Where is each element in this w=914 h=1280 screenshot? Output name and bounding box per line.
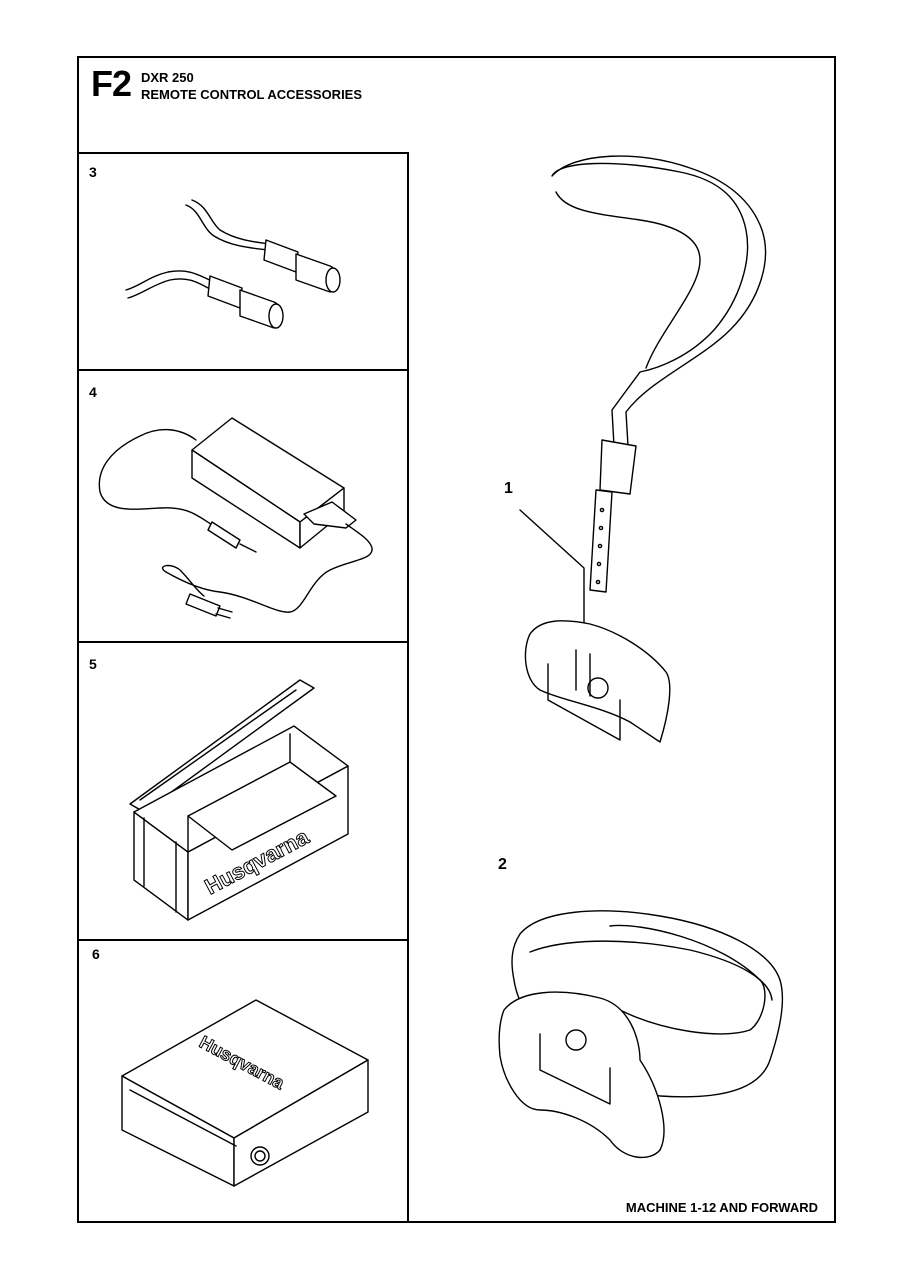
left-column	[77, 152, 409, 1223]
transport-box-illustration: Husqvarna	[129, 679, 349, 921]
model-name: DXR 250	[141, 70, 194, 85]
divider	[77, 369, 409, 371]
divider	[77, 939, 409, 941]
harness-illustration	[519, 155, 767, 743]
figure-code: F2	[91, 63, 132, 104]
callout-number-2: 2	[498, 856, 507, 873]
divider	[77, 641, 409, 643]
item-number-6: 6	[92, 946, 100, 962]
item-number-3: 3	[89, 164, 97, 180]
item-number-5: 5	[89, 656, 97, 672]
cable-illustration	[125, 199, 341, 329]
battery-box-illustration: Husqvarna	[121, 999, 369, 1187]
page-title: REMOTE CONTROL ACCESSORIES	[141, 87, 363, 102]
page-frame	[77, 56, 836, 1223]
charger-illustration	[98, 417, 373, 619]
belt-illustration	[498, 910, 784, 1159]
footer-note: MACHINE 1-12 AND FORWARD	[625, 1200, 818, 1215]
item-number-4: 4	[89, 384, 97, 400]
callout-number-1: 1	[504, 480, 513, 497]
